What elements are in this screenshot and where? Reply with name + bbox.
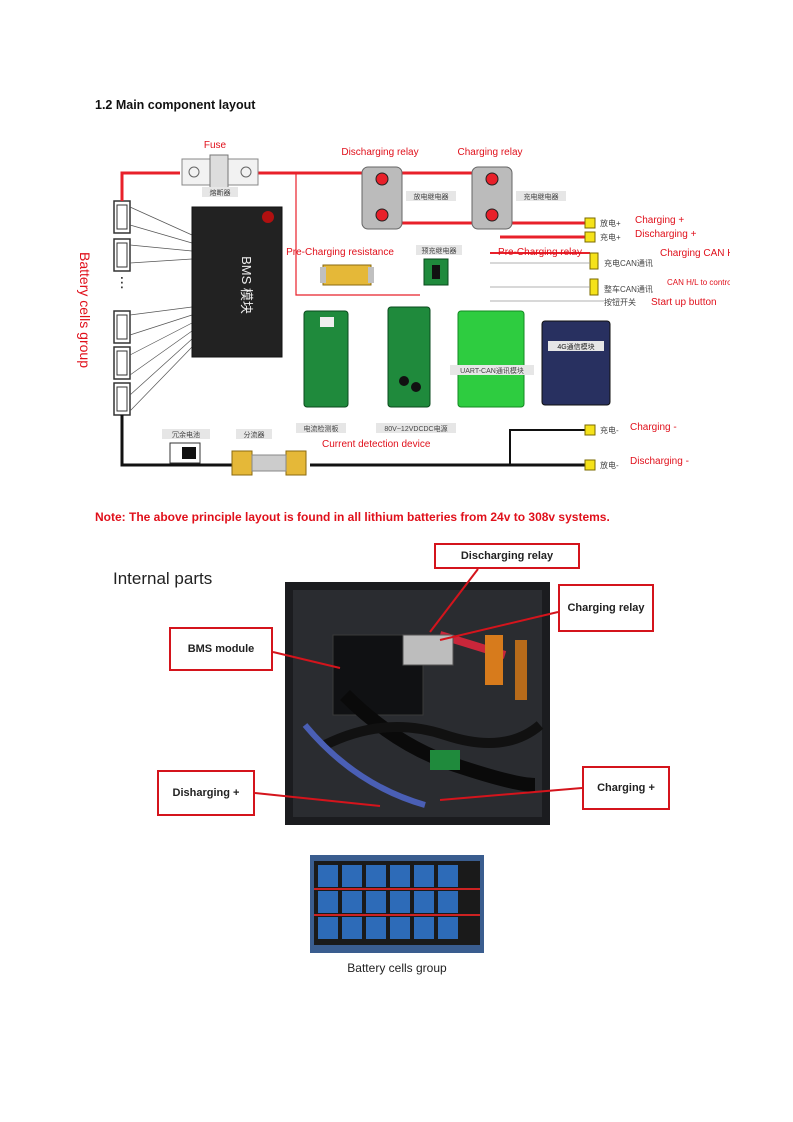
- callout-charging-plus: Charging +: [582, 766, 670, 810]
- battery-cells-photo: [310, 855, 484, 953]
- pre-charging-relay-icon: [423, 258, 449, 286]
- svg-text:UART-CAN通讯模块: UART-CAN通讯模块: [460, 366, 524, 375]
- svg-text:整车CAN通讯: 整车CAN通讯: [604, 284, 653, 294]
- svg-text:预充继电器: 预充继电器: [422, 246, 457, 255]
- start-button-cn-label: 按钮开关: [604, 297, 636, 307]
- start-up-button-label: Start up button: [651, 297, 717, 308]
- battery-cells-column: ⋮: [113, 200, 131, 416]
- battery-cells-group-label: Battery cells group: [77, 252, 93, 368]
- svg-text:充电继电器: 充电继电器: [524, 192, 559, 201]
- callout-discharging-plus: Disharging +: [157, 770, 255, 816]
- svg-text:电流检测板: 电流检测板: [304, 424, 339, 433]
- terminal-charge-plus: 充电+ Discharging +: [584, 229, 697, 243]
- svg-text:Discharging -: Discharging -: [630, 456, 689, 467]
- svg-text:放电-: 放电-: [600, 460, 619, 470]
- pre-charging-resistance-label: Pre-Charging resistance: [286, 247, 394, 258]
- svg-text:充电-: 充电-: [600, 425, 619, 435]
- fuse-label: Fuse: [204, 140, 227, 151]
- svg-text:Charging CAN H/L: Charging CAN H/L: [660, 248, 730, 259]
- charging-relay-label: Charging relay: [457, 147, 522, 158]
- redundant-battery-icon: [169, 442, 201, 464]
- fuse-cn-label: 熔断器: [210, 188, 231, 197]
- svg-text:80V~12VDCDC电源: 80V~12VDCDC电源: [384, 424, 447, 433]
- svg-text:冗余电池: 冗余电池: [172, 430, 200, 439]
- svg-text:充电+: 充电+: [600, 232, 621, 242]
- discharging-relay-icon: [361, 166, 403, 230]
- svg-text:分流器: 分流器: [244, 430, 265, 439]
- terminal-discharge-plus: 放电+ Charging +: [584, 215, 684, 229]
- svg-text:CAN H/L to controller: CAN H/L to controller: [667, 278, 730, 287]
- svg-text:Discharging +: Discharging +: [635, 229, 697, 240]
- internal-parts-title: Internal parts: [113, 569, 213, 588]
- callout-charging-relay: Charging relay: [558, 584, 654, 632]
- uart-can-board: UART-CAN通讯模块: [450, 310, 534, 408]
- current-detection-board: [303, 310, 349, 408]
- charging-relay-icon: [471, 166, 513, 230]
- callout-discharging-relay: Discharging relay: [434, 543, 580, 569]
- callout-bms-module: BMS module: [169, 627, 273, 671]
- pre-charging-relay-label: Pre-Charging relay: [498, 247, 582, 258]
- svg-text:⋮: ⋮: [115, 274, 129, 290]
- note-text: Note: The above principle layout is foun…: [95, 510, 610, 524]
- terminal-charge-minus: 充电- Charging -: [584, 422, 677, 436]
- section-heading: 1.2 Main component layout: [95, 98, 256, 112]
- svg-text:Charging +: Charging +: [635, 215, 684, 226]
- current-detection-label: Current detection device: [322, 439, 431, 450]
- dcdc-board: [387, 306, 431, 408]
- terminal-charging-can: 充电CAN通讯 Charging CAN H/L: [589, 248, 743, 270]
- terminal-discharge-minus: 放电- Discharging -: [584, 456, 689, 471]
- component-layout-diagram: Battery cells group ⋮ Fuse: [70, 135, 743, 480]
- 4g-module: 4G通信模块: [541, 320, 611, 406]
- bms-module: BMS 模块: [191, 206, 283, 358]
- battery-cells-caption: Battery cells group: [347, 961, 447, 975]
- svg-text:充电CAN通讯: 充电CAN通讯: [604, 258, 653, 268]
- svg-text:Charging -: Charging -: [630, 422, 677, 433]
- internal-parts-photo: [95, 545, 690, 835]
- svg-text:BMS 模块: BMS 模块: [239, 256, 254, 314]
- svg-text:放电+: 放电+: [600, 218, 621, 228]
- shunt-icon: [231, 450, 307, 476]
- svg-text:4G通信模块: 4G通信模块: [557, 342, 594, 351]
- discharging-relay-label: Discharging relay: [341, 147, 418, 158]
- fuse-icon: [181, 154, 259, 190]
- svg-text:放电继电器: 放电继电器: [414, 192, 449, 201]
